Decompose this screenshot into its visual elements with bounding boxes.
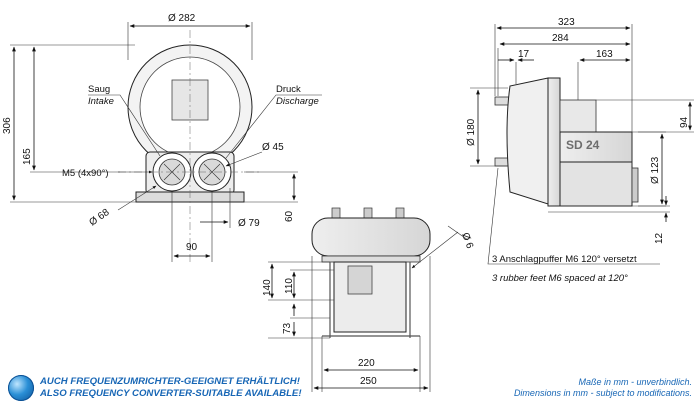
label-intake-en: Intake [88,96,114,107]
front-view: Ø 282 306 165 Saug Intake Druck Discharg… [2,13,322,262]
feet-note-en: 3 rubber feet M6 spaced at 120° [492,273,628,284]
dim-offset: 17 [518,49,530,60]
footer-note: AUCH FREQUENZUMRICHTER-GEEIGNET ERHÄLTLI… [8,372,302,404]
dim-total-length: 323 [558,17,575,28]
dim-feet-height: 12 [654,232,665,244]
dim-motor-diameter: Ø 123 [650,156,661,184]
dim-port-spacing: 90 [186,242,198,253]
globe-icon [8,375,34,401]
footer-units: Maße in mm - unverbindlich. Dimensions i… [514,377,692,399]
label-discharge-de: Druck [276,84,301,95]
dim-front-width: Ø 282 [168,13,196,24]
dim-motor-height: 94 [679,116,690,128]
dim-250: 250 [360,376,377,387]
discharge-port [192,152,232,192]
dim-hole-diameter: Ø 6 [459,231,475,250]
dim-length-2: 284 [552,33,569,44]
bottom-view: Ø 6 140 110 73 220 250 [262,207,475,392]
footer-note-de: AUCH FREQUENZUMRICHTER-GEEIGNET ERHÄLTLI… [40,376,300,387]
dim-side-diameter: Ø 180 [466,118,477,146]
side-view: SD 24 323 284 17 163 Ø 180 94 Ø 123 12 3… [466,17,694,284]
footer-note-en: ALSO FREQUENCY CONVERTER-SUITABLE AVAILA… [40,388,302,399]
dim-motor: 163 [596,49,613,60]
dim-port-spacing-small: Ø 79 [238,218,260,229]
model-label: SD 24 [566,138,600,152]
label-screws: M5 (4x90°) [62,168,109,179]
dim-220: 220 [358,358,375,369]
dim-140: 140 [262,279,273,296]
dim-front-height-axis: 165 [22,148,33,165]
dim-73: 73 [282,322,293,334]
dim-base-height: 60 [284,210,295,222]
bottom-housing [311,207,431,338]
dim-flange-diameter: Ø 68 [87,207,111,229]
dim-port-diameter: Ø 45 [262,142,284,153]
dim-front-height-total: 306 [2,117,13,134]
dim-110: 110 [284,278,295,294]
label-discharge-en: Discharge [276,96,319,107]
side-housing [494,77,639,207]
feet-note-de: 3 Anschlagpuffer M6 120° versetzt [492,254,637,265]
footer-units-en: Dimensions in mm - subject to modificati… [513,388,692,398]
footer-units-de: Maße in mm - unverbindlich. [578,377,692,387]
label-intake-de: Saug [88,84,110,95]
